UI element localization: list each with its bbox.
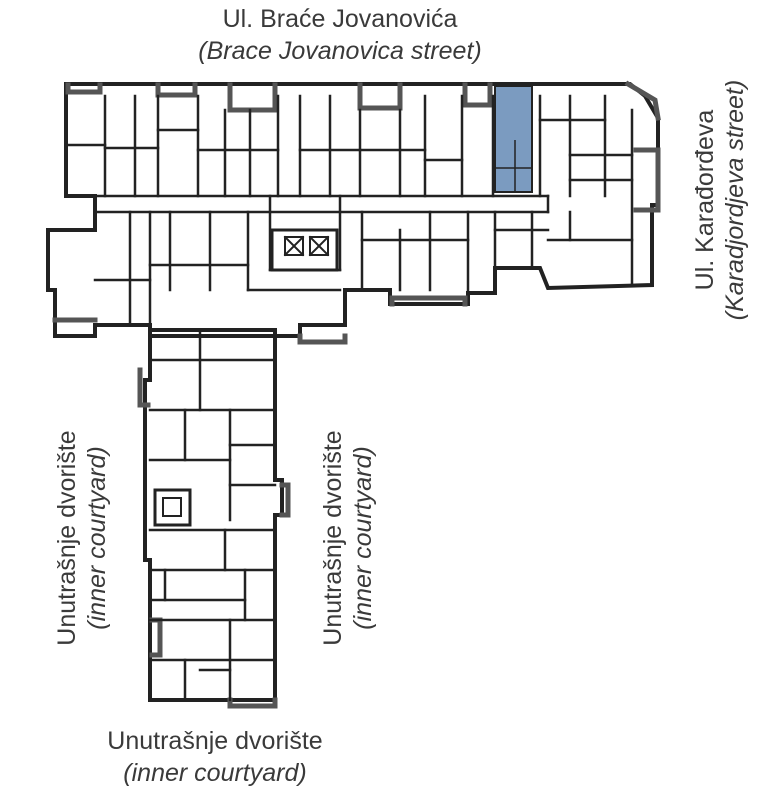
stair-core — [153, 228, 339, 527]
courtyard-translation-center: (inner courtyard) — [349, 446, 377, 630]
courtyard-translation-left: (inner courtyard) — [83, 446, 111, 630]
bay-windows — [52, 80, 661, 709]
top-wing-outline — [46, 82, 660, 338]
courtyard-name-center: Unutrašnje dvorište — [319, 430, 347, 646]
interior-walls — [64, 94, 634, 702]
courtyard-name-left: Unutrašnje dvorište — [53, 430, 81, 646]
street-name-right: Ul. Karađorđeva — [691, 109, 719, 291]
courtyard-name-bottom: Unutrašnje dvorište — [107, 727, 323, 755]
street-label-top: Ul. Braće Jovanovića (Brace Jovanovica s… — [130, 3, 550, 67]
courtyard-label-bottom: Unutrašnje dvorište (inner courtyard) — [60, 725, 370, 789]
courtyard-translation-bottom: (inner courtyard) — [123, 759, 307, 787]
street-translation-top: (Brace Jovanovica street) — [198, 37, 482, 65]
highlighted-unit[interactable] — [494, 85, 533, 193]
street-name-top: Ul. Braće Jovanovića — [222, 5, 458, 33]
street-translation-right: (Karadjordjeva street) — [721, 79, 749, 321]
